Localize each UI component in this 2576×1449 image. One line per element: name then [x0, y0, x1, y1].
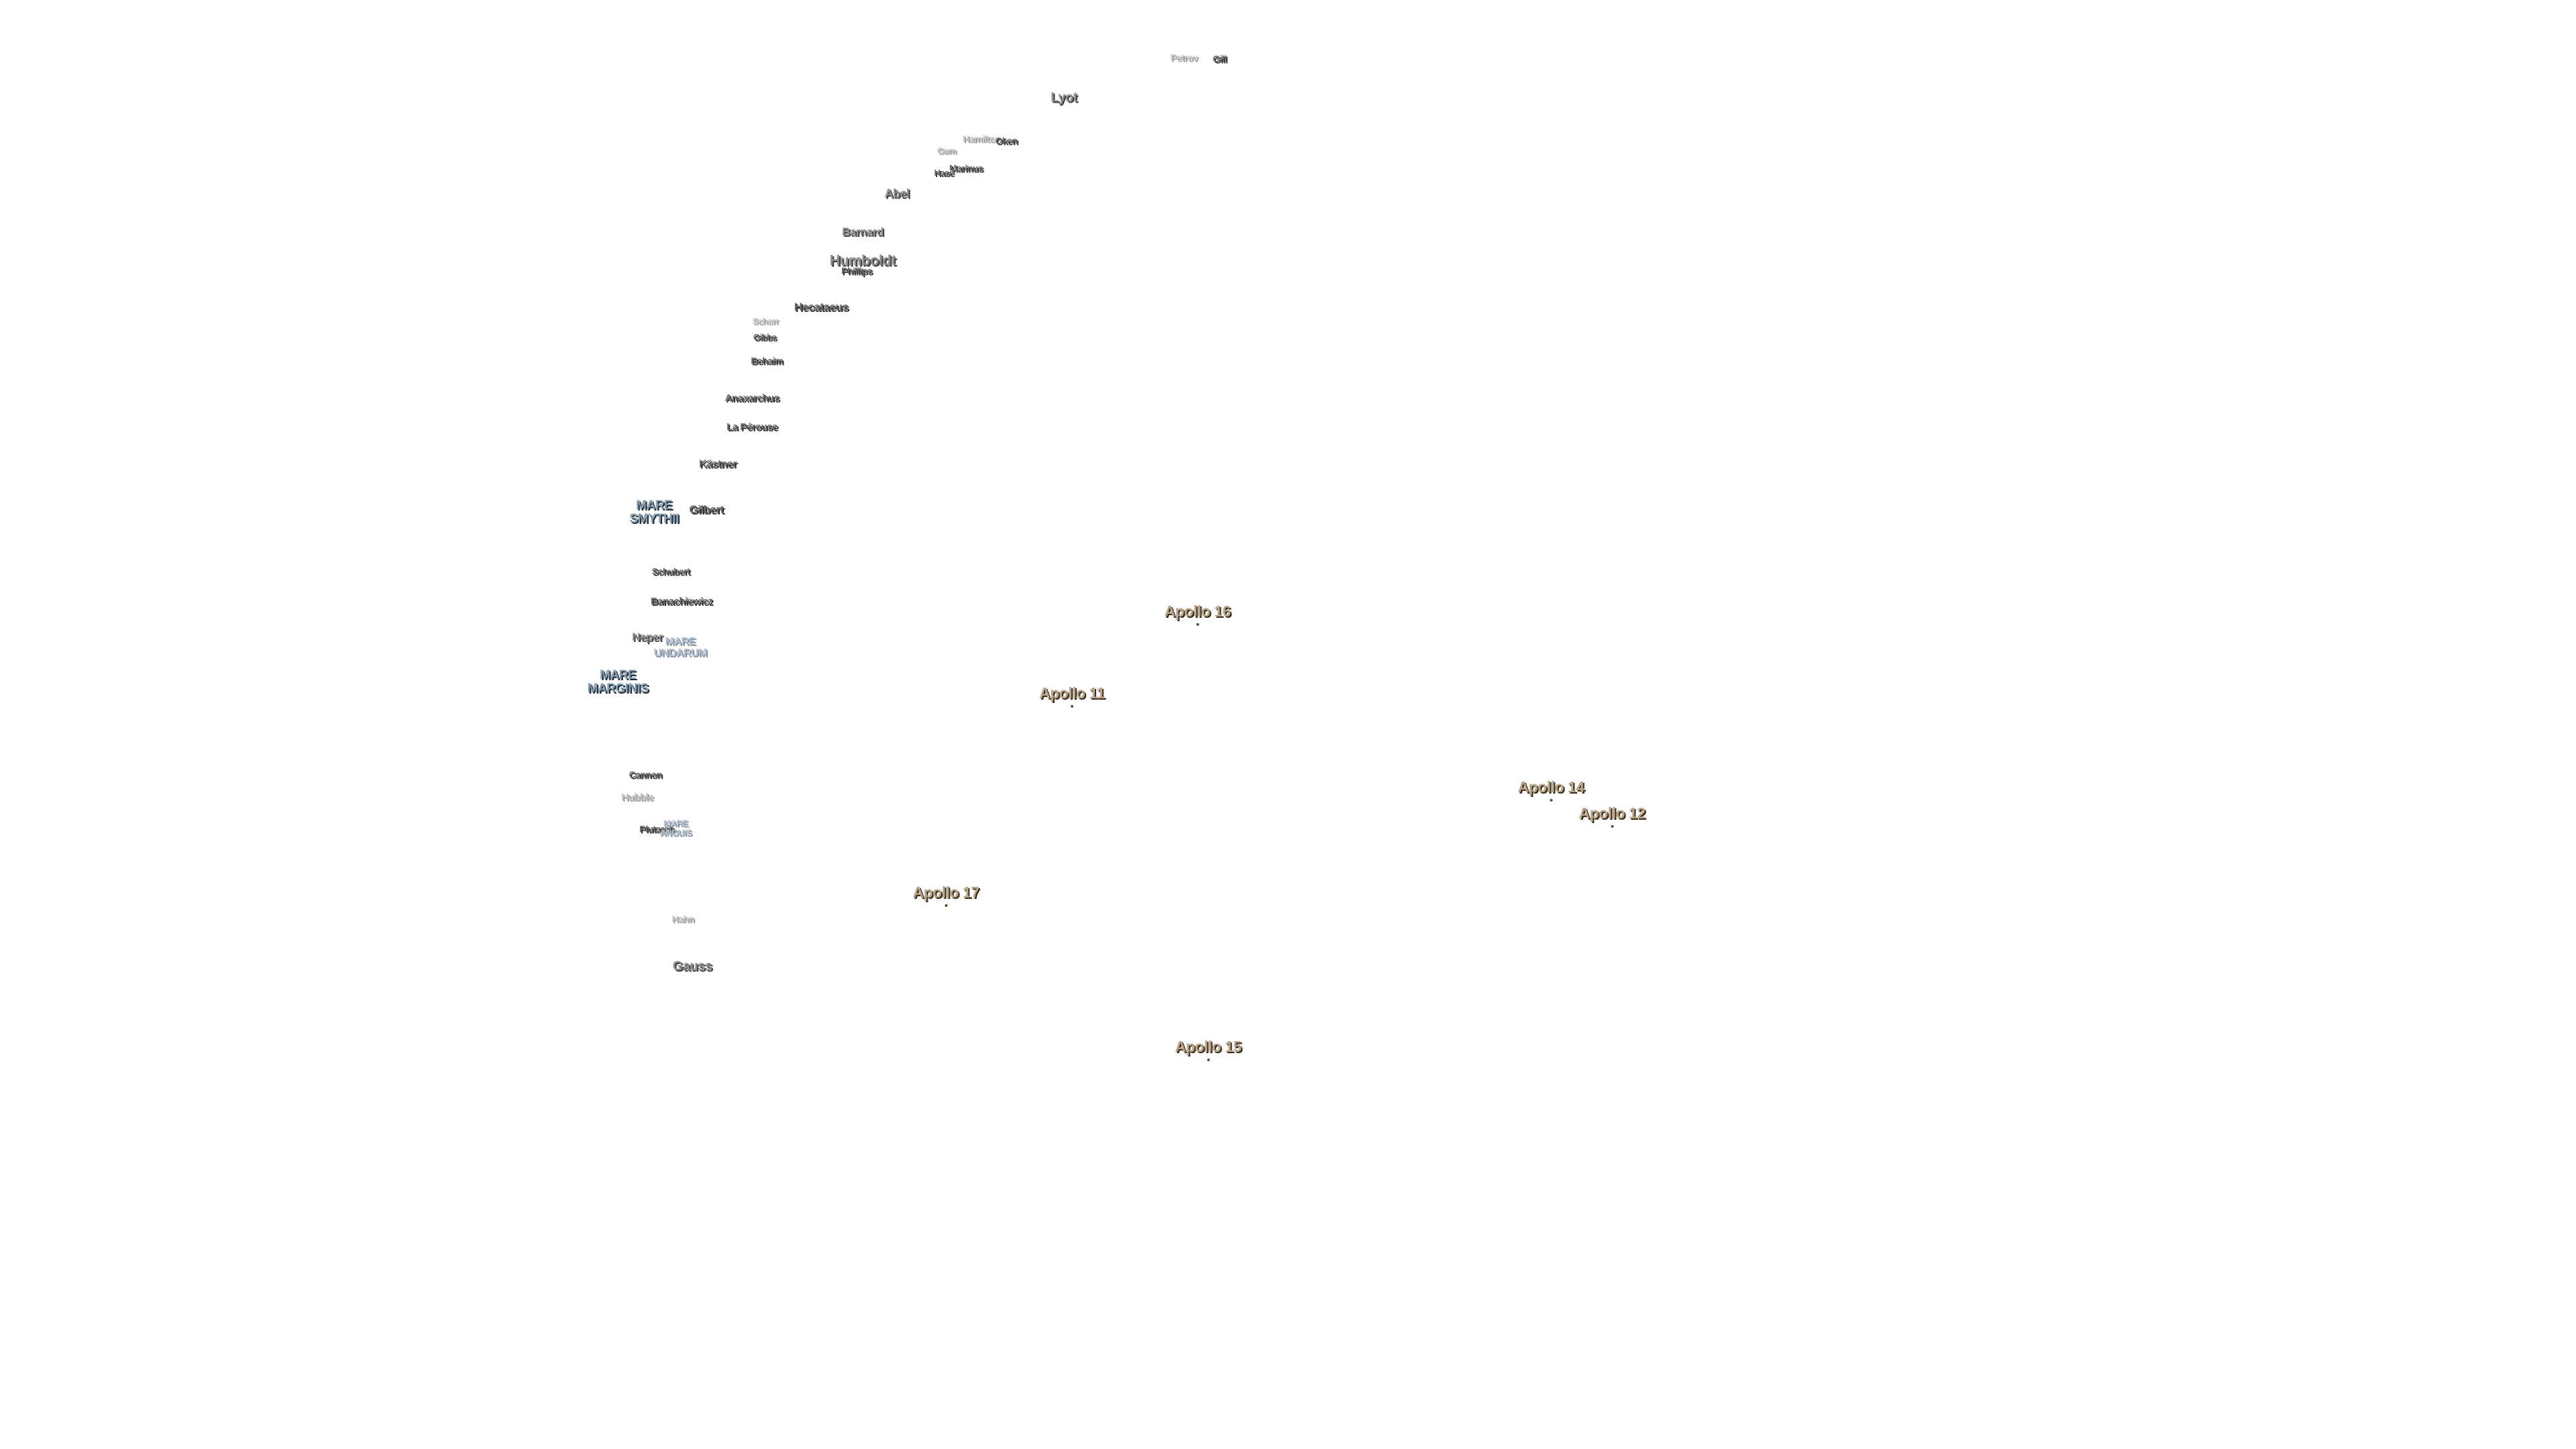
label-cannon[interactable]: Cannon — [629, 769, 662, 780]
label-hamilton[interactable]: Hamilton — [963, 133, 1000, 144]
label-neper[interactable]: Neper — [632, 631, 663, 644]
label-schubert[interactable]: Schubert — [651, 566, 690, 577]
label-hubble[interactable]: Hubble — [621, 792, 653, 804]
label-apollo-12[interactable]: Apollo 12 — [1578, 804, 1646, 828]
apollo-14-text: Apollo 14 — [1517, 777, 1585, 796]
label-lyot[interactable]: Lyot — [1051, 90, 1077, 105]
label-hase[interactable]: Hase — [934, 168, 954, 178]
label-hecataeus[interactable]: Hecataeus — [794, 301, 849, 314]
label-mare-smythii[interactable]: MARE SMYTHII — [629, 498, 679, 526]
label-gill[interactable]: Gill — [1212, 53, 1227, 64]
apollo-15-text: Apollo 15 — [1175, 1037, 1242, 1055]
label-mare-anguis[interactable]: MARE ANGUIS — [659, 818, 692, 837]
label-schorr[interactable]: Schorr — [752, 316, 779, 327]
label-petrov[interactable]: Petrov — [1170, 52, 1198, 63]
label-anaxarchus[interactable]: Anaxarchus — [724, 392, 780, 405]
label-banachiewicz[interactable]: Banachiewicz — [650, 596, 713, 608]
apollo-12-text: Apollo 12 — [1578, 804, 1646, 822]
label-gibbs[interactable]: Gibbs — [753, 332, 777, 343]
label-gauss[interactable]: Gauss — [672, 959, 712, 974]
landing-site-marker-icon — [1195, 623, 1199, 627]
label-plutarch[interactable]: Plutarch — [639, 823, 675, 835]
landing-site-marker-icon — [1071, 705, 1073, 708]
landing-site-marker-icon — [1206, 1059, 1210, 1062]
label-kastner[interactable]: Kästner — [698, 458, 737, 470]
apollo-17-text: Apollo 17 — [912, 883, 979, 901]
label-apollo-16[interactable]: Apollo 16 — [1164, 602, 1231, 627]
label-gum[interactable]: Gum — [936, 146, 957, 156]
label-hahn[interactable]: Hahn — [672, 913, 695, 924]
label-la-perouse[interactable]: La Pérouse — [727, 421, 777, 433]
label-gilbert[interactable]: Gilbert — [689, 503, 724, 517]
label-marinus[interactable]: Marinus — [949, 162, 983, 174]
label-behaim[interactable]: Behaim — [751, 355, 783, 366]
label-oken[interactable]: Oken — [995, 135, 1018, 146]
label-humboldt[interactable]: Humboldt — [829, 252, 896, 269]
landing-site-marker-icon — [944, 904, 947, 908]
label-phillips[interactable]: Phillips — [841, 265, 872, 276]
label-barnard[interactable]: Barnard — [842, 225, 883, 239]
label-apollo-15[interactable]: Apollo 15 — [1175, 1037, 1242, 1062]
label-apollo-14[interactable]: Apollo 14 — [1517, 777, 1585, 802]
label-mare-undarum[interactable]: MARE UNDARUM — [653, 636, 707, 659]
label-mare-marginis[interactable]: MARE MARGINIS — [587, 668, 649, 696]
label-apollo-17[interactable]: Apollo 17 — [912, 883, 979, 908]
landing-site-marker-icon — [1549, 799, 1552, 802]
apollo-11-text: Apollo 11 — [1039, 684, 1105, 702]
landing-site-marker-icon — [1610, 825, 1613, 828]
apollo-16-text: Apollo 16 — [1164, 602, 1231, 620]
label-abel[interactable]: Abel — [884, 186, 910, 201]
label-apollo-11[interactable]: Apollo 11 — [1039, 684, 1105, 708]
